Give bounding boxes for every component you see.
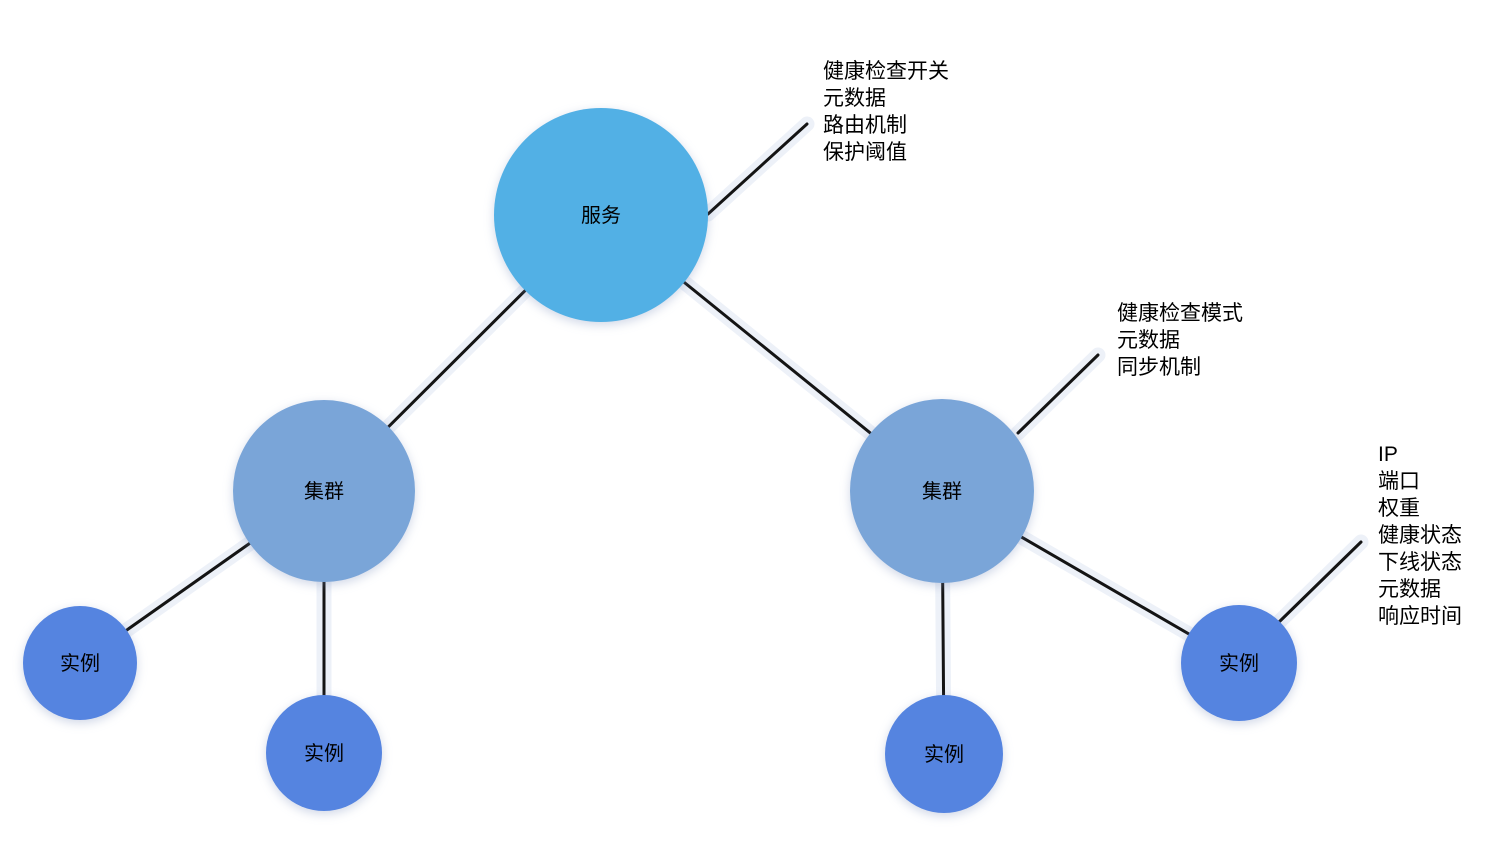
node-instance-right-outer: 实例 [1181,605,1297,721]
annotation-instance-right-outer-line-2: 权重 [1378,497,1420,520]
node-service: 服务 [494,108,708,322]
node-circle-instance-left-outer [23,606,137,720]
annotation-service-line-0: 健康检查开关 [823,60,949,83]
annotation-instance-right-outer-line-3: 健康状态 [1378,524,1462,547]
node-circle-instance-right-outer [1181,605,1297,721]
annotation-cluster-right-line-0: 健康检查模式 [1117,302,1243,325]
node-label-instance-right-bottom: 实例 [924,743,964,766]
node-circle-instance-right-bottom [885,695,1003,813]
node-label-instance-left-outer: 实例 [60,652,100,675]
node-circle-cluster-left [233,400,415,582]
node-circle-cluster-right [850,399,1034,583]
node-label-cluster-left: 集群 [304,480,344,503]
node-label-cluster-right: 集群 [922,480,962,503]
node-circle-instance-left-bottom [266,695,382,811]
annotation-instance-right-outer-line-0: IP [1378,443,1398,466]
annotation-connector-cluster-right [1016,353,1100,435]
annotation-instance-right-outer-line-1: 端口 [1378,470,1420,493]
annotation-connector-instance-right-outer [1276,540,1363,625]
annotation-service-line-1: 元数据 [823,87,886,110]
annotation-layer: 健康检查开关元数据路由机制保护阈值健康检查模式元数据同步机制IP端口权重健康状态… [823,60,1462,628]
annotation-cluster-right-line-2: 同步机制 [1117,356,1201,379]
annotation-service-line-2: 路由机制 [823,114,907,137]
annotation-connector-service [706,122,809,216]
annotation-instance-right-outer-line-4: 下线状态 [1378,551,1462,574]
node-cluster-right: 集群 [850,399,1034,583]
node-label-instance-right-outer: 实例 [1219,652,1259,675]
node-instance-left-bottom: 实例 [266,695,382,811]
node-label-instance-left-bottom: 实例 [304,742,344,765]
annotation-cluster-right-line-1: 元数据 [1117,329,1180,352]
annotation-service-line-3: 保护阈值 [823,141,907,164]
node-cluster-left: 集群 [233,400,415,582]
annotation-instance-right-outer-line-6: 响应时间 [1378,605,1462,628]
node-instance-left-outer: 实例 [23,606,137,720]
node-circle-service [494,108,708,322]
node-label-service: 服务 [581,204,621,227]
node-instance-right-bottom: 实例 [885,695,1003,813]
annotation-instance-right-outer-line-5: 元数据 [1378,578,1441,601]
node-layer: 服务集群集群实例实例实例实例 [23,108,1297,813]
